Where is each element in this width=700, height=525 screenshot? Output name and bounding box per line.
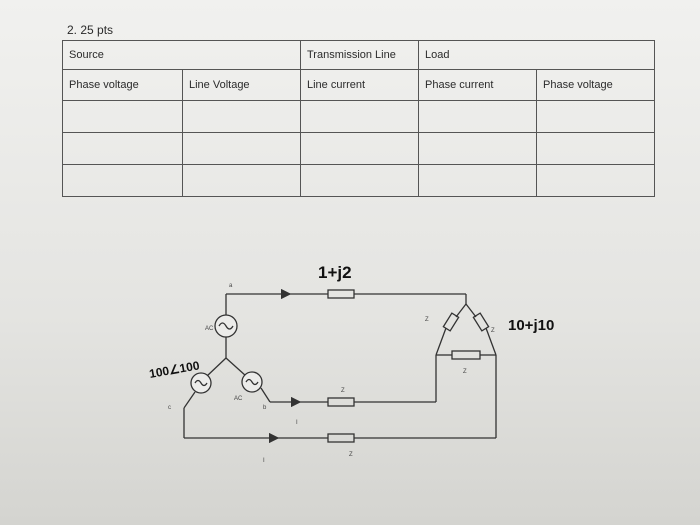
- table-cell: [62, 132, 183, 165]
- z-label-bottom: Z: [463, 369, 467, 375]
- delta-left-top: [455, 303, 467, 318]
- source-wire-c: [206, 357, 227, 377]
- table-cell: [300, 100, 419, 133]
- node-label-a: a: [229, 283, 233, 289]
- table-cell: [182, 164, 301, 197]
- column-header: Phase voltage: [62, 69, 183, 101]
- ac-label-right: AC: [234, 396, 243, 402]
- data-table: Source Transmission Line Load Phase volt…: [62, 40, 655, 197]
- table-cell: [536, 164, 655, 197]
- ac-label-top: AC: [205, 326, 214, 332]
- column-header: Line Voltage: [182, 69, 301, 101]
- current-label-c: I: [263, 458, 265, 464]
- z-label-line-c: Z: [349, 452, 353, 458]
- table-cell: [62, 164, 183, 197]
- ac-wave-a-icon: [218, 322, 234, 330]
- line-b-impedance: [327, 397, 355, 407]
- column-header: Phase current: [418, 69, 537, 101]
- table-cell: [300, 164, 419, 197]
- delta-left-impedance: [442, 312, 460, 332]
- ac-wave-c-icon: [194, 379, 208, 387]
- ac-wave-b-icon: [245, 378, 259, 386]
- delta-right-bottom: [485, 327, 497, 356]
- z-label-right: Z: [491, 328, 495, 334]
- table-cell: [536, 100, 655, 133]
- column-header: Line current: [300, 69, 419, 101]
- line-c-impedance: [327, 433, 355, 443]
- handwritten-load-impedance: 10+j10: [508, 317, 554, 334]
- table-cell: [182, 100, 301, 133]
- handwritten-line-impedance: 1+j2: [318, 263, 352, 282]
- current-label-b: I: [296, 420, 298, 426]
- delta-bottom-impedance: [451, 350, 481, 360]
- wire-c-start: [183, 391, 196, 409]
- table-row: [62, 100, 655, 133]
- table-cell: [536, 132, 655, 165]
- node-label-b: b: [263, 405, 267, 411]
- source-wire-b: [225, 357, 247, 377]
- table-cell: [182, 132, 301, 165]
- table-row: [62, 132, 655, 165]
- z-label-line-b: Z: [341, 388, 345, 394]
- delta-left-bottom: [435, 327, 447, 356]
- table-row: [62, 164, 655, 197]
- wire-b-start: [260, 387, 271, 403]
- delta-right-top: [465, 303, 477, 318]
- problem-label: 2. 25 pts: [67, 23, 114, 37]
- table-column-row: Phase voltage Line Voltage Line current …: [62, 69, 655, 101]
- node-label-c: c: [168, 405, 171, 411]
- line-a-impedance: [327, 289, 355, 299]
- delta-right-impedance: [472, 312, 490, 332]
- z-label-left: Z: [425, 317, 429, 323]
